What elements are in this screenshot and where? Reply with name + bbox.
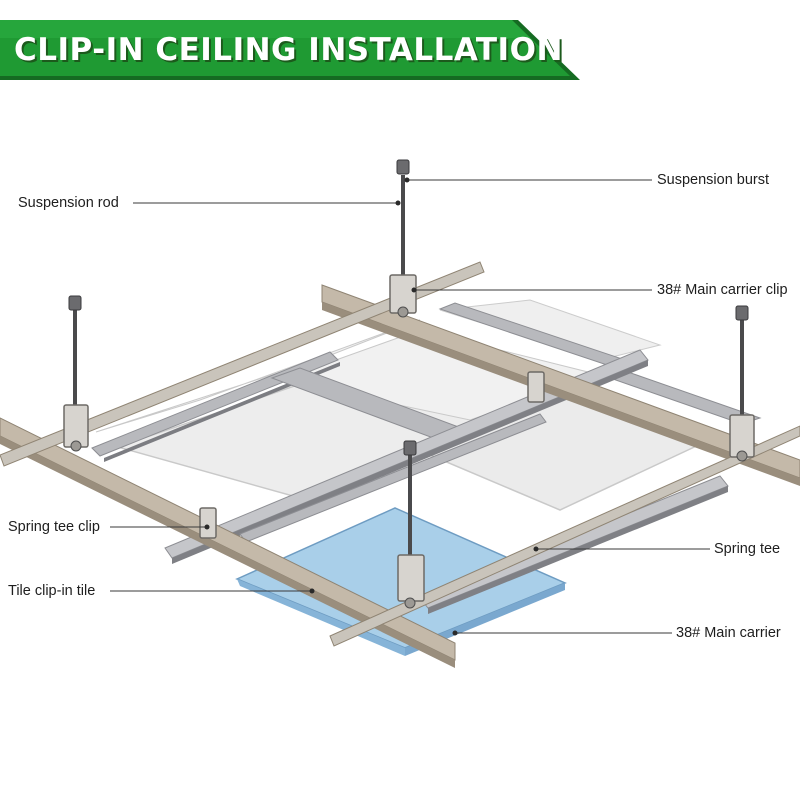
main-carrier-clips [63,274,755,602]
suspension-rods [73,175,744,555]
clip-bolts [70,306,748,609]
label-main-carrier-clip: 38# Main carrier clip [657,282,788,298]
leader-dots [204,177,539,636]
ceiling-panel [95,319,421,433]
suspension-bursts [68,159,749,456]
banner-background [0,20,580,80]
main-carriers [0,261,800,668]
leader-lines [110,179,710,634]
label-suspension-burst: Suspension burst [657,172,770,188]
label-main-carrier: 38# Main carrier [676,625,781,641]
label-spring-tee: Spring tee [714,541,781,557]
page-title: CLIP-IN CEILING INSTALLATION [14,32,563,68]
label-suspension-rod: Suspension rod [18,195,119,211]
label-spring-tee-clip: Spring tee clip [8,519,100,535]
clip-in-tile-edge [237,579,405,656]
label-tile-clip-in-tile: Tile clip-in tile [8,583,96,599]
title-banner: CLIP-IN CEILING INSTALLATION [0,20,580,80]
